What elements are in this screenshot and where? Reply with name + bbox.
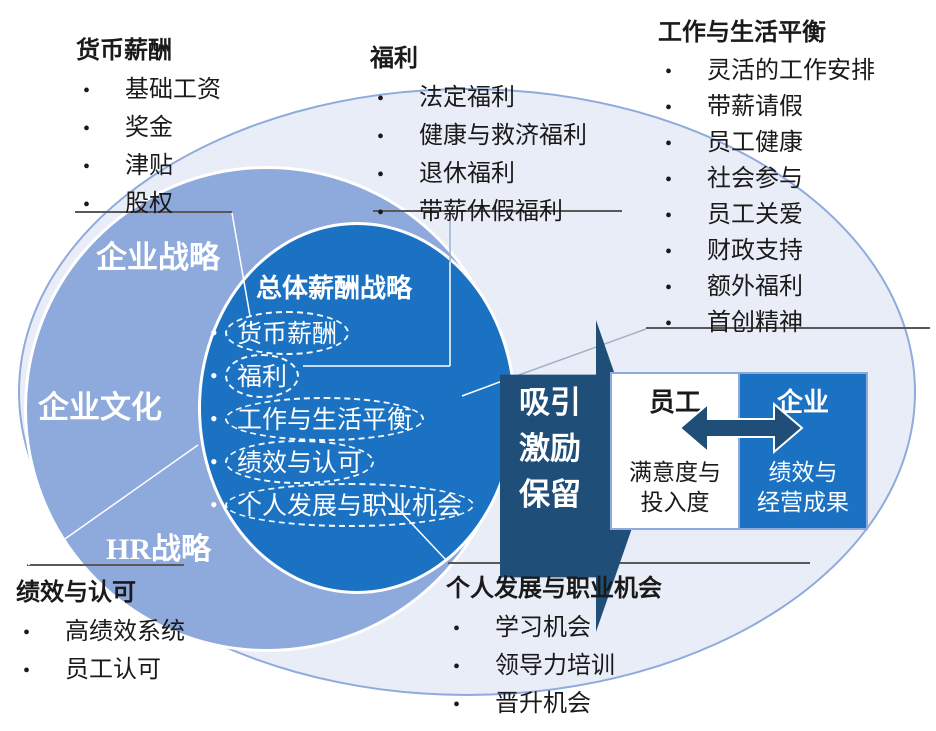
list-item: 首创精神 xyxy=(658,306,875,342)
core-list: 货币薪酬 福利 工作与生活平衡 绩效与认可 个人发展与职业机会 xyxy=(210,310,475,527)
list-item: 财政支持 xyxy=(658,234,875,270)
list-item: 晋升机会 xyxy=(446,686,662,724)
core-item-oval: 个人发展与职业机会 xyxy=(225,482,475,527)
list-item: 股权 xyxy=(76,186,221,224)
list-item: 奖金 xyxy=(76,110,221,148)
callout-title: 货币薪酬 xyxy=(76,38,172,64)
list-item: 高绩效系统 xyxy=(16,614,185,652)
core-item: 货币薪酬 xyxy=(210,310,474,355)
core-total-rewards: 总体薪酬战略 货币薪酬 福利 工作与生活平衡 绩效与认可 个人发展与职业机会 xyxy=(210,268,475,527)
core-item-oval: 货币薪酬 xyxy=(225,310,350,355)
core-item-oval: 福利 xyxy=(225,353,300,398)
callout-monetary: 货币薪酬 基础工资 奖金 津贴 股权 xyxy=(76,30,221,224)
core-item-oval: 绩效与认可 xyxy=(225,439,375,484)
core-title: 总体薪酬战略 xyxy=(256,274,413,303)
list-item: 法定福利 xyxy=(370,80,587,118)
callout-title: 绩效与认可 xyxy=(16,580,136,606)
label-corporate-strategy: 企业战略 xyxy=(96,240,220,275)
core-item-oval: 工作与生活平衡 xyxy=(225,396,425,441)
callout-development: 个人发展与职业机会 学习机会 领导力培训 晋升机会 xyxy=(446,568,662,724)
list-item: 带薪休假福利 xyxy=(370,194,587,232)
label-corporate-culture: 企业文化 xyxy=(38,390,162,425)
core-item: 绩效与认可 xyxy=(210,439,474,484)
outcome-boxes: 员工 满意度与 投入度 企业 绩效与 经营成果 xyxy=(610,372,868,530)
list-item: 津贴 xyxy=(76,148,221,186)
list-item: 退休福利 xyxy=(370,156,587,194)
company-box: 企业 绩效与 经营成果 xyxy=(738,374,866,528)
list-item: 基础工资 xyxy=(76,72,221,110)
callout-benefits: 福利 法定福利 健康与救济福利 退休福利 带薪休假福利 xyxy=(370,38,587,232)
list-item: 灵活的工作安排 xyxy=(658,54,875,90)
callout-worklife: 工作与生活平衡 灵活的工作安排 带薪请假 员工健康 社会参与 员工关爱 财政支持… xyxy=(658,12,875,342)
callout-title: 工作与生活平衡 xyxy=(658,20,826,46)
list-item: 健康与救济福利 xyxy=(370,118,587,156)
list-item: 员工健康 xyxy=(658,126,875,162)
list-item: 额外福利 xyxy=(658,270,875,306)
list-item: 社会参与 xyxy=(658,162,875,198)
list-item: 领导力培训 xyxy=(446,648,662,686)
list-item: 员工认可 xyxy=(16,652,185,690)
company-subtitle: 绩效与 经营成果 xyxy=(757,460,849,515)
callout-title: 个人发展与职业机会 xyxy=(446,576,662,602)
list-item: 员工关爱 xyxy=(658,198,875,234)
list-item: 学习机会 xyxy=(446,610,662,648)
employee-subtitle: 满意度与 投入度 xyxy=(629,460,721,515)
company-title: 企业 xyxy=(776,388,829,417)
core-item: 工作与生活平衡 xyxy=(210,396,474,441)
employee-title: 员工 xyxy=(648,388,701,417)
callout-performance: 绩效与认可 高绩效系统 员工认可 xyxy=(16,572,185,690)
employee-box: 员工 满意度与 投入度 xyxy=(612,374,738,528)
callout-title: 福利 xyxy=(370,46,418,72)
core-item: 个人发展与职业机会 xyxy=(210,482,475,527)
core-item: 福利 xyxy=(210,353,474,398)
arrow-text: 吸引 激励 保留 xyxy=(519,385,581,512)
label-hr-strategy: HR战略 xyxy=(106,533,211,566)
list-item: 带薪请假 xyxy=(658,90,875,126)
